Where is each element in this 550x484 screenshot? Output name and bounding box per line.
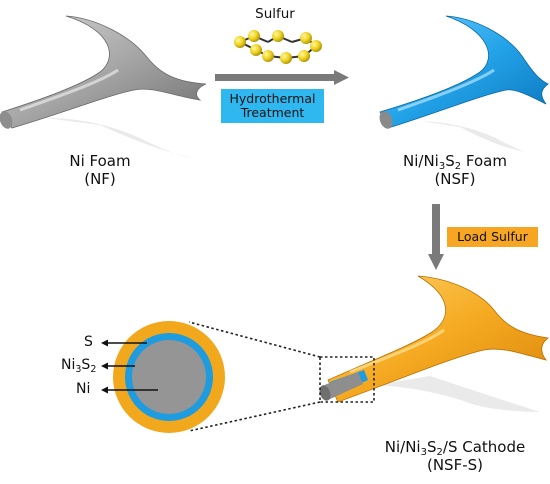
nsf-strut [379,15,549,152]
load-arrow [428,204,444,270]
load-sulfur-label: Load Sulfur [457,229,528,244]
load-sulfur-box [447,227,538,247]
layer-label-nickel-sulfide: Ni3S2 [61,357,97,375]
ni-foam-strut [0,15,207,158]
zoom-indicator [188,321,375,432]
hydrothermal-treatment-label: Hydrothermal Treatment [221,92,324,120]
nsf-s-strut [319,275,550,412]
nsf-label: Ni/Ni3S2 Foam (NSF) [380,152,530,188]
cathode-abbr: (NSF-S) [426,456,483,474]
cross-section [113,321,225,433]
treatment-line-2: Treatment [240,105,305,120]
ni-foam-label: Ni Foam (NF) [40,152,160,188]
hydrothermal-treatment-box [221,89,324,123]
ni-foam-abbr: (NF) [84,170,116,188]
sulfur-atoms [234,30,322,64]
nsf-abbr: (NSF) [434,170,476,188]
layer-label-nickel: Ni [76,381,91,397]
conversion-arrow [215,70,349,85]
sulfur-reagent-label: Sulfur [255,6,295,22]
layer-pointers [101,339,158,394]
treatment-line-1: Hydrothermal [229,91,316,106]
layer-label-sulfur: S [84,334,93,350]
cathode-label: Ni/Ni3S2/S Cathode (NSF-S) [360,438,550,474]
ni-foam-name: Ni Foam [69,152,131,170]
nsf-name: Ni/Ni3S2 Foam [403,152,507,172]
cathode-name: Ni/Ni3S2/S Cathode [384,438,526,458]
